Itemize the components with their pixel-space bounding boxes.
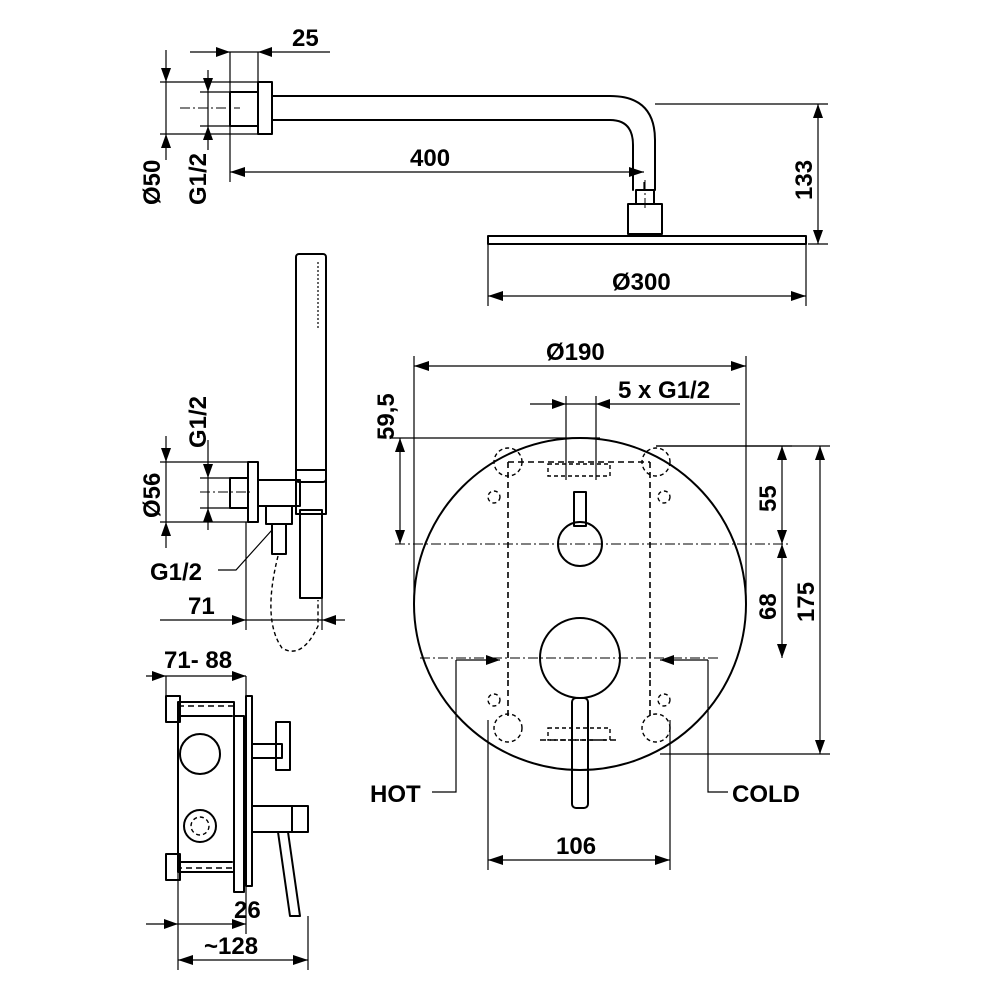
dim-head-diameter: Ø300 (612, 269, 671, 296)
dim-port-offset: 59,5 (373, 393, 400, 440)
hole-tr (657, 490, 671, 504)
dim-arm-offset: 25 (292, 25, 319, 52)
hand-shower-view: G1/2 Ø56 G1/2 71 (139, 253, 345, 652)
cover-plate (413, 437, 747, 771)
shower-hose (270, 555, 319, 652)
leader-hand-thread (218, 529, 273, 571)
holder-arm (257, 479, 301, 507)
stub-bottom (165, 853, 181, 881)
holder-cradle (295, 469, 327, 515)
upper-port-block (547, 463, 611, 477)
stub-top (165, 695, 181, 723)
dim-total-height: 175 (793, 582, 820, 622)
concealed-box-lower (507, 680, 651, 741)
leader-hot (432, 660, 457, 793)
dim-inlet-spacing: 106 (556, 833, 596, 860)
side-diverter-stem (251, 743, 283, 759)
box-outline (177, 701, 235, 873)
shower-arm-view: 25 400 Ø50 G1/2 133 Ø300 (139, 25, 828, 306)
label-hot: HOT (370, 781, 421, 808)
mixer-lever[interactable] (571, 697, 589, 809)
holder-escutcheon (247, 461, 259, 523)
dim-plate-depth: 26 (234, 897, 261, 924)
dim-box-depth-range: 71- 88 (164, 647, 232, 674)
dim-head-drop: 133 (791, 160, 818, 200)
dim-hand-thread-top: G1/2 (185, 396, 212, 448)
dim-hand-flange-diameter: Ø56 (139, 473, 166, 518)
arm-escutcheon (257, 81, 273, 135)
dim-ports: 5 x G1/2 (618, 377, 710, 404)
lug-top-left (493, 447, 523, 477)
side-plate-face (245, 695, 253, 887)
label-cold: COLD (732, 781, 800, 808)
dim-arm-flange-diameter: Ø50 (139, 160, 166, 205)
hose-outlet-nut (265, 505, 293, 525)
dim-hand-projection: 71 (188, 593, 215, 620)
lower-port-block (547, 727, 611, 741)
hand-shower-lower (299, 509, 323, 599)
hole-br (657, 693, 671, 707)
mixer-side-view: 71- 88 26 ~128 (146, 647, 309, 970)
shower-arm-tube-top (271, 95, 656, 191)
mixer-front-view: Ø190 5 x G1/2 59,5 55 68 175 (370, 339, 830, 870)
arm-wall-flange (229, 91, 259, 127)
side-mixer-cap (291, 805, 309, 833)
dim-arm-thread: G1/2 (185, 153, 212, 205)
holder-wall-flange (229, 477, 249, 509)
side-mixer-base (251, 805, 293, 833)
head-swivel (627, 203, 663, 235)
side-diverter-knob (275, 721, 291, 771)
dim-arm-length: 400 (410, 145, 450, 172)
side-diverter-body (179, 733, 221, 775)
dim-hand-thread-bottom: G1/2 (150, 559, 202, 586)
dim-total-depth: ~128 (204, 933, 258, 960)
lug-bottom-left (493, 713, 523, 743)
lug-top-right (641, 447, 671, 477)
dim-plate-diameter: Ø190 (546, 339, 605, 366)
side-cover-plate (233, 715, 245, 893)
hole-bl (487, 693, 501, 707)
dim-upper-spacing: 55 (755, 485, 782, 512)
side-mixer-lever (277, 831, 301, 917)
dim-lower-spacing: 68 (755, 593, 782, 620)
side-mixer-core (190, 816, 210, 836)
side-mixer-cartridge (183, 809, 217, 843)
hand-shower-handle (295, 253, 327, 483)
lug-bottom-right (641, 713, 671, 743)
hose-outlet-nipple (271, 523, 287, 555)
hole-tl (487, 490, 501, 504)
shower-head-plate (487, 235, 807, 245)
leader-cold (707, 660, 728, 793)
shower-arm-tube-bottom (271, 119, 634, 191)
diverter-lever[interactable] (573, 491, 587, 527)
box-body (177, 705, 235, 869)
concealed-box-outline (507, 461, 651, 680)
